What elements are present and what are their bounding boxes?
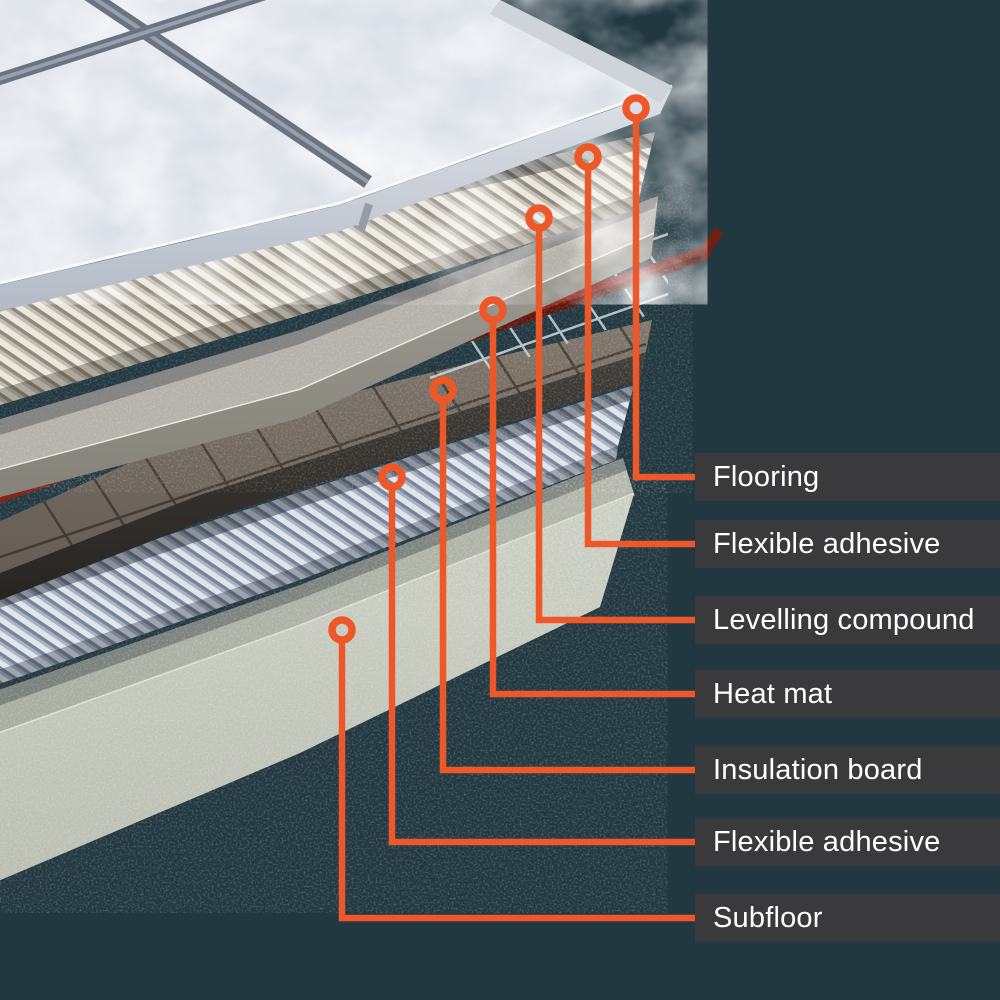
tile-edge-face-right — [490, 0, 672, 103]
insulation-board-leader — [429, 376, 697, 774]
tile-edge-face — [0, 88, 672, 311]
adhesive-bottom-ridges — [0, 385, 634, 670]
flexible-adhesive-top-marker-icon — [574, 143, 602, 171]
flooring-leader — [622, 94, 697, 481]
flexible-adhesive-top-leader — [574, 143, 697, 548]
heat-mat-leader — [479, 296, 697, 698]
levelling-compound-marker-icon — [525, 204, 553, 232]
flexible-adhesive-bottom-leader — [378, 463, 697, 846]
insulation-front-face — [0, 352, 646, 601]
flooring-layer — [0, 0, 673, 311]
flooring-marker-icon — [622, 94, 650, 122]
subfloor-top-face — [0, 458, 634, 734]
heating-cable-tip — [698, 227, 723, 263]
leader-lines — [328, 94, 697, 922]
levelling-compound-leader — [525, 204, 697, 624]
levelling-front-face — [0, 234, 654, 498]
tile-grout-lines — [0, 0, 372, 188]
subfloor-leader — [328, 616, 697, 922]
subfloor-marker-icon — [328, 616, 356, 644]
levelling-compound-layer — [0, 196, 658, 498]
heat-mat-marker-icon — [479, 296, 507, 324]
adhesive-top-ridges — [0, 132, 655, 390]
flexible-adhesive-top-layer — [0, 132, 655, 405]
flexible-adhesive-bottom-layer — [0, 385, 634, 684]
subfloor-layer — [0, 458, 635, 881]
insulation-board-marker-icon — [429, 376, 457, 404]
flexible-adhesive-bottom-marker-icon — [378, 463, 406, 491]
